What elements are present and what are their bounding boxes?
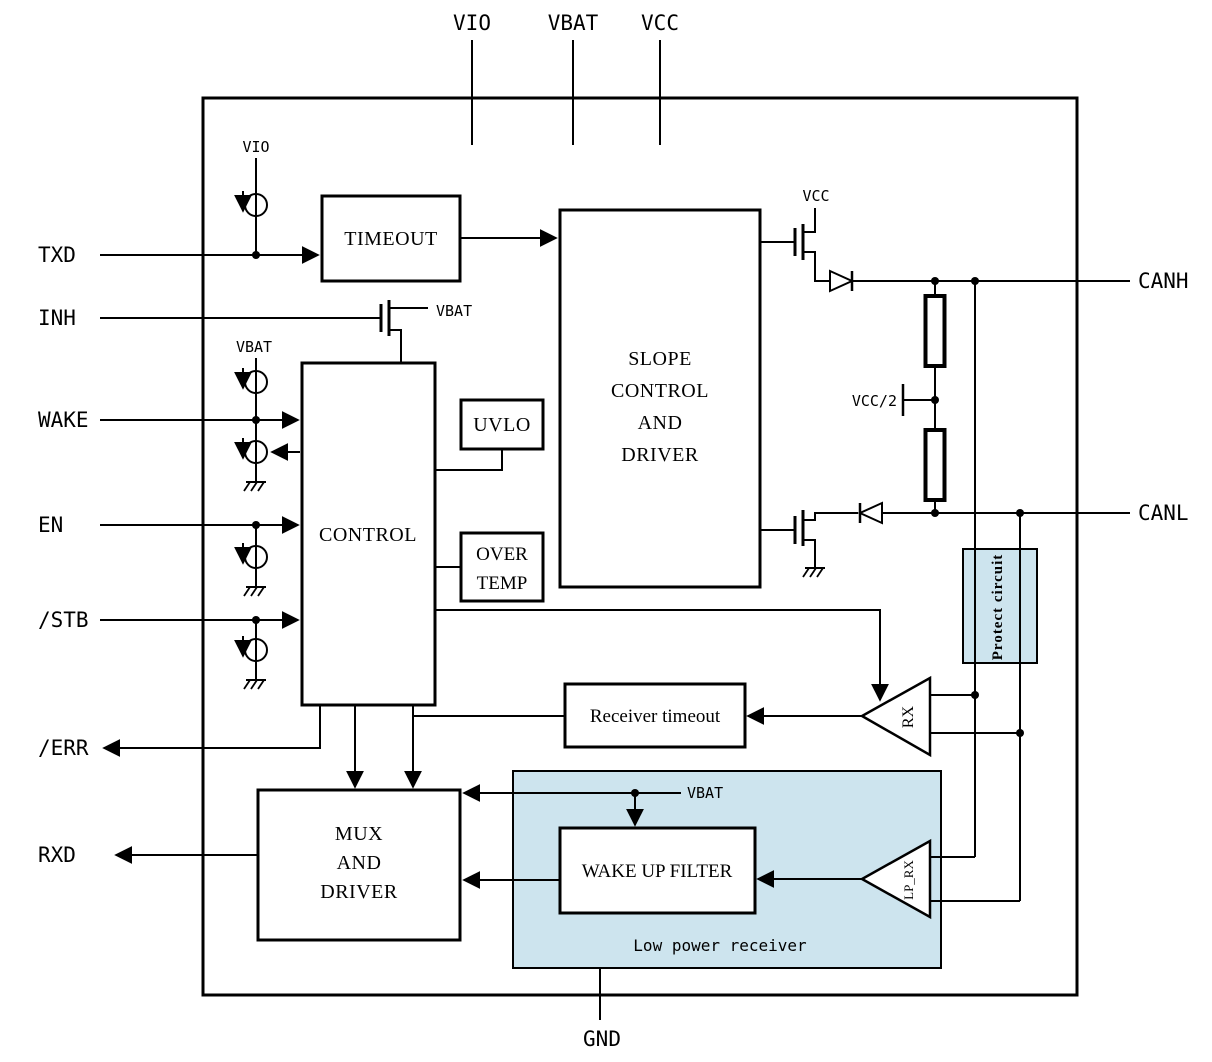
control-label: CONTROL	[319, 524, 417, 546]
inh-mosfet-icon	[379, 300, 391, 336]
canh-diode-icon	[829, 269, 855, 293]
pin-label-inh: INH	[38, 306, 76, 330]
junction-dot	[1016, 509, 1024, 517]
block-timeout: TIMEOUT	[320, 194, 462, 283]
pin-label-txd: TXD	[38, 243, 76, 267]
block-receiver-timeout: Receiver timeout	[563, 682, 747, 749]
lp-rx-comparator: LP_RX	[859, 838, 932, 920]
ground-stb-icon	[243, 679, 266, 690]
high-side-mosfet-icon	[793, 224, 805, 260]
mux-line-3: DRIVER	[320, 881, 398, 903]
junction-dot	[631, 789, 639, 797]
ground-low-side-icon	[802, 567, 825, 578]
ic-boundary	[201, 96, 1079, 997]
wire-hs-drain	[803, 251, 830, 282]
net-label-vbat-low-power: VBAT	[687, 784, 723, 802]
wire-ls-source	[803, 539, 816, 568]
rx-comparator-label: RX	[900, 705, 917, 728]
junction-dot	[252, 416, 260, 424]
pin-label-vbat: VBAT	[548, 11, 599, 35]
pin-label-canl: CANL	[1138, 501, 1189, 525]
slope-line-3: AND	[638, 412, 683, 434]
uvlo-label: UVLO	[473, 414, 531, 436]
junction-dot	[252, 251, 260, 259]
wake-up-filter-label: WAKE UP FILTER	[582, 861, 733, 882]
over-temp-line-2: TEMP	[477, 573, 528, 594]
pin-label-vcc: VCC	[641, 11, 679, 35]
wire-err	[102, 705, 321, 757]
block-wake-up-filter: WAKE UP FILTER	[558, 826, 757, 915]
junction-dots	[252, 251, 1024, 797]
pin-label-wake: WAKE	[38, 408, 89, 432]
junction-dot	[931, 509, 939, 517]
mux-line-2: AND	[337, 852, 382, 874]
junction-dot	[1016, 729, 1024, 737]
junction-dot	[971, 277, 979, 285]
low-power-receiver-label: Low power receiver	[633, 936, 807, 955]
junction-dot	[931, 277, 939, 285]
ground-wake-icon	[243, 481, 266, 492]
mux-line-1: MUX	[335, 823, 383, 845]
wire-uvlo-control	[435, 449, 503, 471]
junction-dot	[971, 691, 979, 699]
junction-dot	[252, 616, 260, 624]
protect-circuit-label: Protect circuit	[990, 554, 1006, 660]
pin-label-gnd: GND	[583, 1027, 621, 1051]
rx-comparator: RX	[859, 675, 932, 758]
current-source-wake-down-icon	[234, 434, 268, 470]
pin-label-canh: CANH	[1138, 269, 1189, 293]
net-label-vbat-pullup: VBAT	[236, 338, 272, 356]
current-source-vio-icon	[234, 187, 268, 223]
lp-rx-comparator-label: LP_RX	[901, 860, 916, 900]
net-label-vcc-high-side: VCC	[802, 187, 829, 205]
junction-dot	[252, 521, 260, 529]
over-temp-line-1: OVER	[476, 544, 528, 565]
current-source-stb-icon	[234, 632, 268, 668]
pin-label-rxd: RXD	[38, 843, 76, 867]
wire-inh-drain	[389, 329, 402, 363]
ground-en-icon	[243, 586, 266, 597]
wires	[100, 40, 1130, 1020]
block-control: CONTROL	[300, 361, 437, 707]
pin-label-vio: VIO	[453, 11, 491, 35]
slope-line-4: DRIVER	[621, 444, 699, 466]
termination-resistor-top-icon	[923, 294, 947, 368]
wire-control-rx-enable	[435, 609, 889, 702]
block-uvlo: UVLO	[459, 398, 545, 451]
net-label-vio-pullup: VIO	[242, 138, 269, 156]
timeout-label: TIMEOUT	[344, 228, 437, 250]
pin-label-stb: /STB	[38, 608, 89, 632]
block-slope-control: SLOPE CONTROL AND DRIVER	[558, 208, 762, 589]
block-over-temp: OVER TEMP	[459, 531, 545, 603]
wire-hs-source	[803, 208, 816, 233]
wire-ls-drain	[803, 512, 858, 521]
slope-line-1: SLOPE	[628, 348, 692, 370]
current-source-en-icon	[234, 539, 268, 575]
low-side-mosfet-icon	[793, 510, 805, 546]
canl-diode-icon	[857, 501, 883, 525]
pin-label-en: EN	[38, 513, 63, 537]
termination-resistor-bottom-icon	[923, 428, 947, 502]
block-mux-driver: MUX AND DRIVER	[256, 788, 462, 942]
slope-line-2: CONTROL	[611, 380, 709, 402]
current-source-wake-up-icon	[234, 364, 268, 400]
pin-label-err: /ERR	[38, 736, 89, 760]
net-label-vbat-inh: VBAT	[436, 302, 472, 320]
junction-dot	[931, 396, 939, 404]
receiver-timeout-label: Receiver timeout	[590, 706, 721, 727]
net-label-vcc-half: VCC/2	[852, 392, 897, 410]
